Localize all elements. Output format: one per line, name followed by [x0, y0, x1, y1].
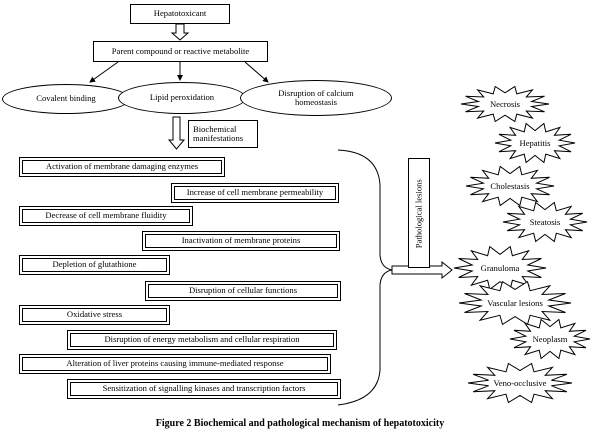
- lesion-label: Veno-occlusive: [493, 378, 547, 388]
- manifestation-box: Depletion of glutathione: [19, 255, 170, 275]
- lipid-peroxidation-ellipse: Lipid peroxidation: [118, 82, 246, 114]
- parent-compound-box: Parent compound or reactive metabolite: [93, 41, 268, 62]
- lesion-star-shape: [458, 280, 572, 326]
- hollow-arrow-1: [170, 23, 190, 41]
- manifestation-box: Sensitization of signalling kinases and …: [67, 379, 341, 399]
- hepatotoxicant-box: Hepatotoxicant: [130, 4, 230, 24]
- manifestation-box: Inactivation of membrane proteins: [142, 231, 340, 251]
- lesion-label: Hepatitis: [519, 138, 551, 148]
- manifestation-box: Alteration of liver proteins causing imm…: [19, 354, 331, 374]
- lesion-stars: [453, 85, 591, 404]
- lesion-star-shape: [465, 165, 555, 207]
- lesion-label: Necrosis: [489, 99, 521, 109]
- hollow-arrow-3: [391, 260, 453, 280]
- arrow-to-calcium: [244, 61, 269, 83]
- manifestation-box: Disruption of cellular functions: [145, 281, 341, 301]
- lesion-star-shape: [509, 318, 591, 360]
- lesion-star-shape: [467, 362, 573, 404]
- covalent-binding-ellipse: Covalent binding: [2, 84, 130, 114]
- figure-caption: Figure 2 Biochemical and pathological me…: [155, 418, 445, 429]
- lesion-label: Granuloma: [480, 263, 520, 273]
- lesion-label: Neoplasm: [532, 334, 568, 344]
- lesion-star-shape: [453, 245, 547, 291]
- lesion-label: Cholestasis: [490, 181, 530, 191]
- manifestation-box: Disruption of energy metabolism and cell…: [67, 330, 337, 350]
- manifestation-box: Oxidative stress: [19, 305, 170, 325]
- lesion-star-shape: [460, 85, 550, 123]
- lesion-label: Steatosis: [529, 217, 561, 227]
- manifestation-box: Increase of cell membrane permeability: [171, 183, 339, 203]
- lesion-label: Vascular lesions: [487, 298, 543, 308]
- biochemical-manifestations-box: Biochemical manifestations: [188, 120, 258, 148]
- pathological-lesions-box: Pathological lesions: [408, 158, 430, 268]
- lesion-star-shape: [502, 201, 588, 243]
- manifestation-box: Decrease of cell membrane fluidity: [19, 206, 193, 226]
- manifestation-box: Activation of membrane damaging enzymes: [19, 157, 225, 177]
- lesion-star-shape: [494, 122, 576, 164]
- arrow-to-covalent: [89, 61, 119, 83]
- pathological-lesions-label: Pathological lesions: [413, 179, 424, 249]
- manifestations-brace: [337, 149, 393, 406]
- calcium-homeostasis-ellipse: Disruption of calcium homeostasis: [240, 80, 392, 116]
- hollow-arrow-2: [167, 116, 186, 150]
